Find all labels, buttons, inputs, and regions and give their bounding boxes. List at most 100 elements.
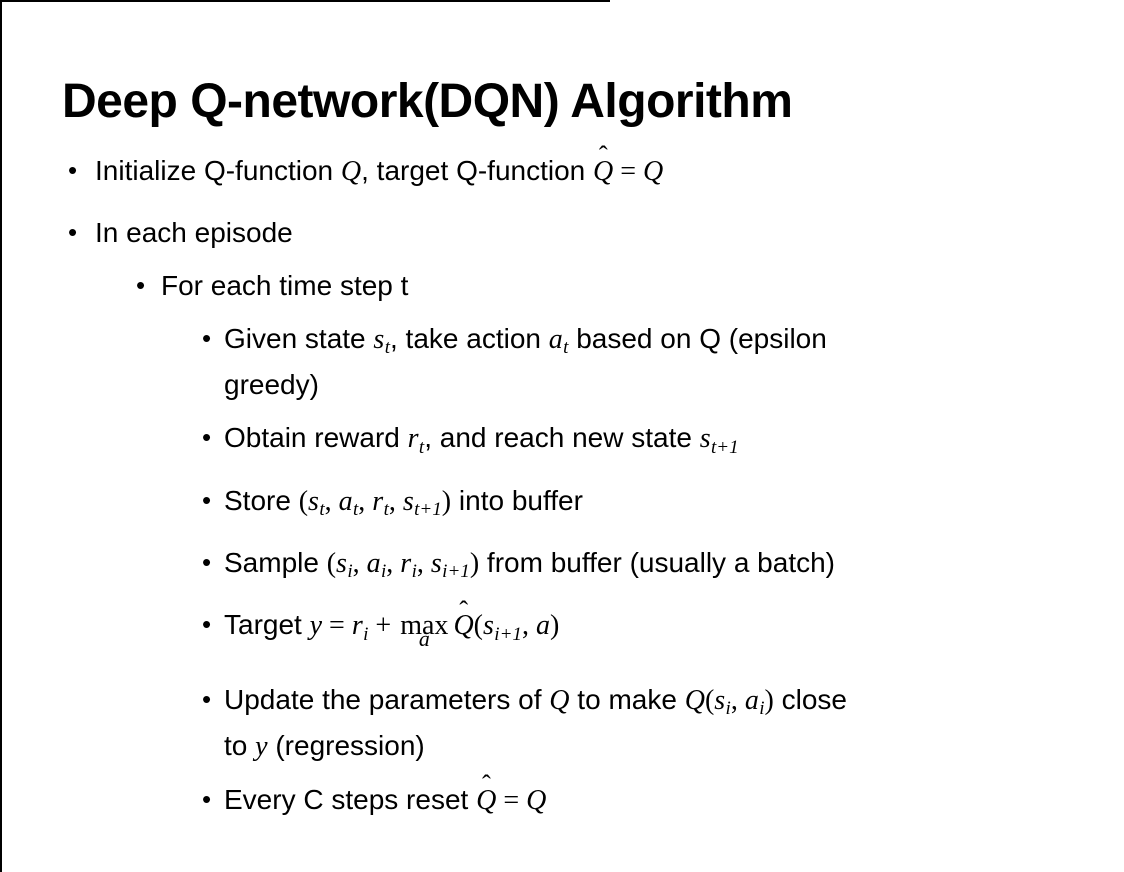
hat-accent: ˆ xyxy=(481,769,491,800)
math-operator: ( xyxy=(298,485,309,517)
math-variable: si xyxy=(714,684,731,719)
math-variable: st+1 xyxy=(402,485,442,520)
bullet-list: • Initialize Q-function Q, target Q-funct… xyxy=(68,142,1088,835)
bullet-text: Initialize Q-function Q, target Q-functi… xyxy=(95,142,664,187)
text-segment: Update the parameters of xyxy=(224,683,550,715)
math-variable: st xyxy=(308,485,325,520)
math-variable: ai xyxy=(366,547,387,583)
text-segment: Sample xyxy=(224,546,327,578)
math-operator: ) xyxy=(764,684,774,716)
math-operator: , xyxy=(386,547,401,579)
subscript: i+1 xyxy=(442,561,470,583)
subscript: i xyxy=(347,561,353,583)
subscript: t xyxy=(563,337,569,359)
bullet-item: • In each episode xyxy=(68,214,1088,251)
text-segment: Given state xyxy=(224,323,374,354)
bullet-dot-icon: • xyxy=(202,683,212,714)
bullet-item: •Given state st, take action at based on… xyxy=(202,320,1088,403)
math-variable: Q xyxy=(684,684,705,716)
math-operator: + xyxy=(368,610,399,642)
math-variable: ai xyxy=(744,684,765,719)
text-segment: Every C steps reset xyxy=(224,783,477,815)
subscript: i xyxy=(725,697,731,719)
text-segment: to xyxy=(224,729,256,761)
math-variable: Q xyxy=(340,156,362,187)
text-segment: In each episode xyxy=(95,217,293,248)
math-variable: a xyxy=(535,610,550,642)
math-operator: ( xyxy=(704,684,715,716)
subscript: t xyxy=(319,498,325,520)
page-title: Deep Q-network(DQN) Algorithm xyxy=(62,75,793,129)
subscript: i xyxy=(363,623,369,645)
text-segment: from buffer (usually a batch) xyxy=(479,546,836,578)
subscript: i+1 xyxy=(494,623,522,645)
math-operator: , xyxy=(521,610,536,642)
text-segment: , target Q-function xyxy=(361,155,594,186)
slide-border-left xyxy=(0,0,2,872)
bullet-dot-icon: • xyxy=(202,546,212,577)
bullet-text: Store (st, at, rt, st+1) into buffer xyxy=(224,484,583,520)
math-variable: st xyxy=(373,324,390,359)
math-operator: = xyxy=(496,784,527,816)
text-segment: , take action xyxy=(389,323,549,354)
bullet-text: Update the parameters of Q to make Q(si,… xyxy=(224,683,847,762)
math-operator: , xyxy=(358,485,373,517)
bullet-dot-icon: • xyxy=(68,217,78,247)
math-variable: at xyxy=(548,324,569,359)
math-operator: = xyxy=(613,156,644,187)
math-variable: y xyxy=(309,610,323,642)
math-variable: si+1 xyxy=(430,547,470,583)
math-variable: si+1 xyxy=(483,610,522,645)
subscript: t+1 xyxy=(414,498,442,520)
bullet-text: Obtain reward rt, and reach new state st… xyxy=(224,422,739,458)
math-operator: , xyxy=(352,547,367,579)
math-variable: rt xyxy=(372,485,389,520)
math-variable: Q xyxy=(549,684,570,716)
text-segment: , and reach new state xyxy=(424,422,700,454)
math-variable: y xyxy=(255,730,268,762)
bullet-text: Given state st, take action at based on … xyxy=(224,323,827,400)
hat-accent: ˆ xyxy=(598,140,608,171)
math-variable: ri xyxy=(400,547,417,583)
bullet-text: Sample (si, ai, ri, si+1) from buffer (u… xyxy=(224,546,836,583)
bullet-item: •Initialize Q-function Q, target Q-funct… xyxy=(68,142,1088,190)
bullet-dot-icon: • xyxy=(202,422,212,453)
bullet-text: For each time step t xyxy=(161,270,408,301)
subscript: t xyxy=(384,337,390,359)
bullet-dot-icon: • xyxy=(202,323,212,353)
subscript: t xyxy=(418,436,425,458)
text-segment: For each time step t xyxy=(161,270,409,301)
math-operator: ( xyxy=(326,547,337,579)
math-operator: ( xyxy=(473,610,483,642)
bullet-dot-icon: • xyxy=(202,783,212,814)
text-segment: (regression) xyxy=(267,729,425,761)
subscript: t xyxy=(352,498,359,520)
math-variable: Q xyxy=(643,156,664,187)
text-segment: Obtain reward xyxy=(224,422,408,454)
bullet-item: • For each time step t xyxy=(136,267,1088,304)
bullet-item: • Update the parameters of Q to make Q(si… xyxy=(202,681,1088,765)
subscript: i xyxy=(411,561,417,583)
subscript: i xyxy=(759,697,765,719)
math-operator: = xyxy=(322,610,352,642)
math-variable: Q xyxy=(526,784,547,816)
math-operator: , xyxy=(324,485,339,517)
text-segment: into buffer xyxy=(451,484,583,516)
bullet-dot-icon: • xyxy=(202,609,212,640)
hat-accent: ˆ xyxy=(459,594,469,625)
subscript: i xyxy=(381,561,387,583)
bullet-item: • Sample (si, ai, ri, si+1) from buffer (… xyxy=(202,544,1088,590)
math-variable: st+1 xyxy=(699,423,739,458)
text-segment: Store xyxy=(224,484,299,516)
subscript: t xyxy=(383,498,389,520)
bullet-dot-icon: • xyxy=(136,270,146,300)
